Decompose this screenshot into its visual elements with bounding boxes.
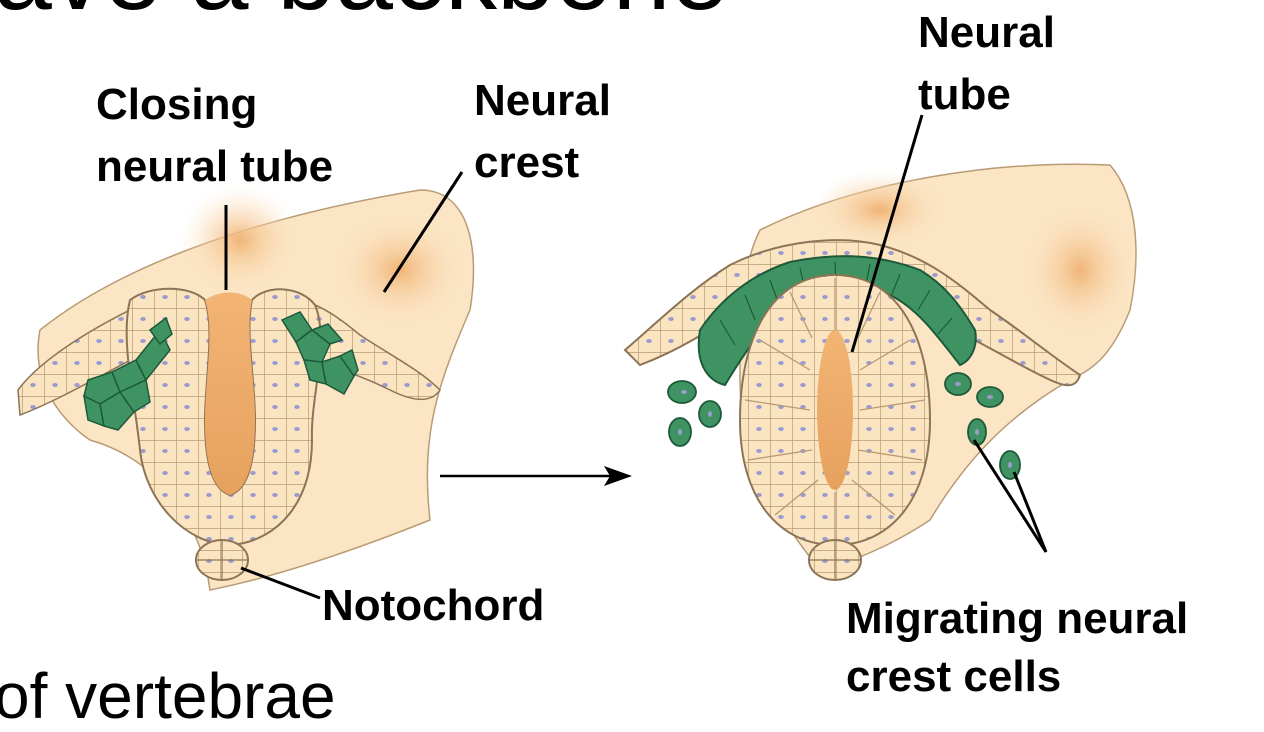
label-notochord-text: Notochord (322, 577, 544, 635)
label-neural-tube: Neural tube (918, 4, 1055, 124)
label-migrating-line1: Migrating neural (846, 590, 1188, 648)
right-notochord (809, 540, 861, 580)
label-notochord: Notochord (322, 577, 544, 635)
left-embryo (18, 185, 473, 590)
label-closing-neural-tube: Closing neural tube (96, 76, 333, 196)
right-band-glow (810, 170, 950, 250)
label-neural-crest: Neural crest (474, 72, 611, 192)
label-neural-crest-line1: Neural (474, 72, 611, 130)
right-lumen (817, 330, 853, 490)
right-embryo (625, 164, 1140, 580)
label-migrating-crest-cells: Migrating neural crest cells (846, 590, 1188, 706)
label-neural-tube-line1: Neural (918, 4, 1055, 62)
right-tissue-glow (1020, 200, 1140, 340)
label-neural-crest-line2: crest (474, 134, 611, 192)
label-closing-line1: Closing (96, 76, 333, 134)
left-notochord (196, 540, 248, 580)
label-closing-line2: neural tube (96, 138, 333, 196)
left-band-glow (180, 185, 300, 295)
left-lumen (205, 293, 255, 496)
figure-stage: ave a backbone of vertebrae (0, 0, 1264, 706)
label-migrating-line2: crest cells (846, 648, 1188, 706)
transition-arrow (440, 466, 632, 486)
label-neural-tube-line2: tube (918, 66, 1055, 124)
